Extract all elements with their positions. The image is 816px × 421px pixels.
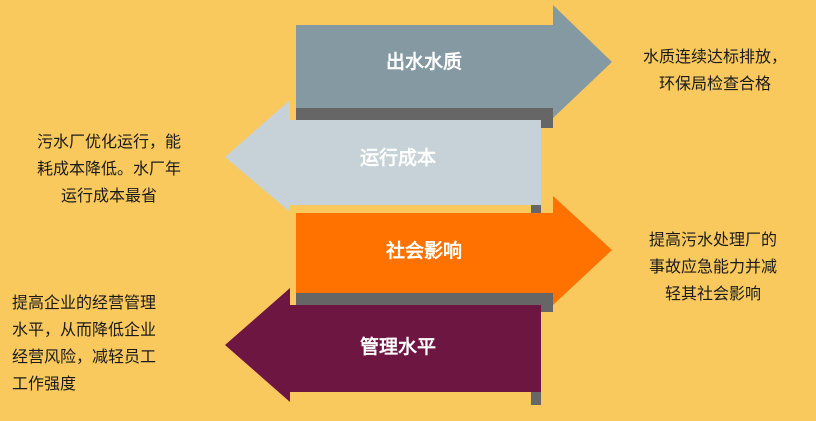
arrow-water-quality: 出水水质 (296, 5, 612, 128)
arrow-water-quality-label: 出水水质 (386, 50, 462, 73)
social-impact-description: 提高污水处理厂的 事故应急能力并减 轻其社会影响 (648, 230, 777, 303)
operating-cost-description: 污水厂优化运行，能 耗成本降低。水厂年 运行成本最省 (36, 132, 181, 205)
water-quality-description: 水质连续达标排放， 环保局检查合格 (642, 47, 787, 93)
arrow-operating-cost-shape (225, 100, 541, 212)
arrow-social-impact: 社会影响 (296, 196, 612, 312)
arrow-social-impact-shape (296, 196, 612, 305)
management-description: 提高企业的经营管理 水平，从而降低企业 经营风险，减轻员工 工作强度 (12, 293, 157, 393)
arrow-water-quality-shape (296, 5, 612, 118)
arrow-management-shape (225, 288, 541, 402)
arrow-operating-cost: 运行成本 (225, 100, 541, 215)
arrow-operating-cost-label: 运行成本 (360, 146, 436, 169)
arrow-social-impact-label: 社会影响 (385, 239, 462, 262)
arrow-management-label: 管理水平 (360, 335, 436, 358)
arrow-management: 管理水平 (225, 288, 541, 405)
